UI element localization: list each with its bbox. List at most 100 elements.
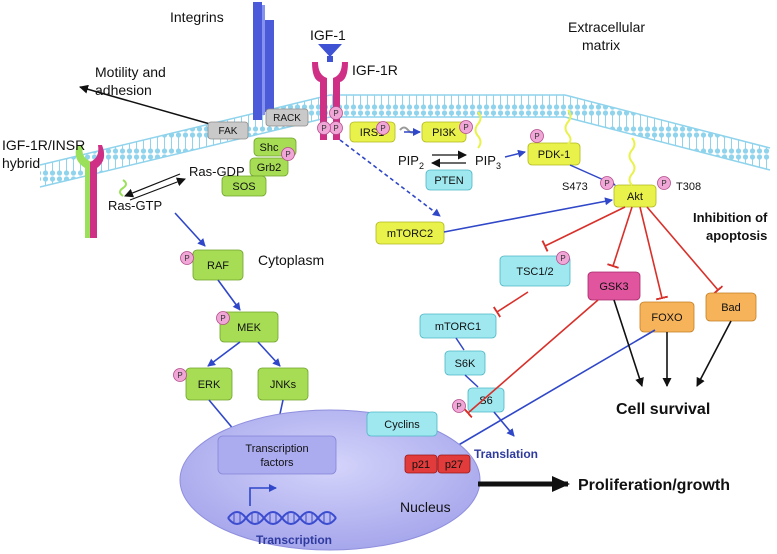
ras-exchange-arrow-1 xyxy=(124,173,181,198)
inhibition-label-line1: Inhibition of xyxy=(693,210,768,225)
svg-text:P: P xyxy=(333,124,338,133)
transcription-start-arrow xyxy=(249,484,277,506)
cyclins-box: Cyclins xyxy=(366,411,438,437)
igf1r-to-mtorc2-dashed-arrow xyxy=(339,139,441,217)
svg-text:P: P xyxy=(220,314,225,323)
pi3k-label: PI3K xyxy=(432,127,457,139)
integrin-receptor xyxy=(253,2,274,120)
pten-label: PTEN xyxy=(434,175,463,187)
phospho-igf1r-1: P xyxy=(329,106,343,120)
tf-label-line1: Transcription xyxy=(245,443,308,455)
akt-inhibits-foxo-arrow xyxy=(639,206,669,301)
tsc-box: TSC1/2 xyxy=(499,255,571,287)
phospho-pdk1: P xyxy=(530,129,544,143)
pip3-label: PIP3 xyxy=(475,153,501,171)
nucleus-label: Nucleus xyxy=(400,499,451,515)
mtorc2-label: mTORC2 xyxy=(387,228,433,240)
s6-label: S6 xyxy=(479,395,492,407)
svg-text:P: P xyxy=(604,179,609,188)
cytoplasm-label: Cytoplasm xyxy=(258,252,324,268)
raf-label: RAF xyxy=(207,260,229,272)
svg-text:P: P xyxy=(534,132,539,141)
motility-label-line2: adhesion xyxy=(95,82,152,98)
svg-text:P: P xyxy=(321,124,326,133)
phospho-akt-t308: P xyxy=(657,176,671,190)
grb2-box: Grb2 xyxy=(249,157,289,177)
ras-to-raf-arrow xyxy=(174,212,206,247)
igf1r-label: IGF-1R xyxy=(352,62,398,78)
integrins-label: Integrins xyxy=(170,9,224,25)
mtorc2-box: mTORC2 xyxy=(375,221,445,245)
svg-text:P: P xyxy=(661,179,666,188)
akt-anchor xyxy=(628,137,636,186)
sos-label: SOS xyxy=(232,181,255,193)
raf-to-mek-arrow xyxy=(217,279,241,311)
pi3k-box: PI3K xyxy=(421,121,467,143)
svg-text:P: P xyxy=(177,371,182,380)
erk-box: ERK xyxy=(185,367,233,401)
sos-box: SOS xyxy=(221,175,267,197)
phospho-igf1r-2: P xyxy=(329,121,343,135)
s6k-box: S6K xyxy=(444,350,486,376)
igf1-ligand-icon xyxy=(318,44,342,62)
inhibition-label-line2: apoptosis xyxy=(706,228,767,243)
cell-membrane xyxy=(39,94,771,188)
raf-box: RAF xyxy=(192,249,244,281)
mtorc1-label: mTORC1 xyxy=(435,321,481,333)
membrane-segment-right xyxy=(565,95,770,170)
cyclins-label: Cyclins xyxy=(384,419,420,431)
grb2-label: Grb2 xyxy=(257,162,281,174)
mek-label: MEK xyxy=(237,322,262,334)
phospho-irs1: P xyxy=(376,121,390,135)
phospho-erk: P xyxy=(173,368,187,382)
svg-text:P: P xyxy=(380,124,385,133)
pten-box: PTEN xyxy=(425,169,473,191)
bad-label: Bad xyxy=(721,302,741,314)
phospho-raf: P xyxy=(180,251,194,265)
tf-label-line2: factors xyxy=(260,457,294,469)
phospho-igf1r-3: P xyxy=(317,121,331,135)
erk-label: ERK xyxy=(198,379,221,391)
gsk3-box: GSK3 xyxy=(587,271,641,301)
cell-survival-label: Cell survival xyxy=(616,401,710,418)
membrane-segment-middle xyxy=(330,95,565,117)
dna-helix-icon xyxy=(227,511,337,525)
p27-label: p27 xyxy=(445,459,463,471)
tsc-label: TSC1/2 xyxy=(516,266,553,278)
mek-to-erk-arrow xyxy=(207,341,241,367)
jnks-label: JNKs xyxy=(270,379,297,391)
t308-label: T308 xyxy=(676,181,701,193)
mtorc1-box: mTORC1 xyxy=(419,313,497,339)
gsk3-inhibits-cyclins-arrow xyxy=(463,299,599,419)
jnks-box: JNKs xyxy=(257,367,309,401)
transcription-label: Transcription xyxy=(256,533,332,547)
pip3-to-pdk1-arrow xyxy=(504,149,526,158)
p27-box: p27 xyxy=(437,454,471,474)
fak-box: FAK xyxy=(207,121,249,140)
phospho-pi3k: P xyxy=(459,120,473,134)
akt-inhibits-gsk3-arrow xyxy=(606,206,633,269)
svg-text:P: P xyxy=(333,109,338,118)
fak-label: FAK xyxy=(219,126,238,137)
tsc-inhibits-mtorc1-arrow xyxy=(492,291,529,318)
rack-box: RACK xyxy=(265,108,309,127)
proliferation-label: Proliferation/growth xyxy=(578,477,730,494)
translation-label: Translation xyxy=(474,447,538,461)
gsk3-to-survival-arrow xyxy=(613,299,644,387)
akt-label: Akt xyxy=(627,191,643,203)
mtorc1-to-s6k-line xyxy=(455,337,465,351)
mek-box: MEK xyxy=(219,311,279,343)
phospho-shc: P xyxy=(281,147,295,161)
igf1-label: IGF-1 xyxy=(310,27,346,43)
rack-label: RACK xyxy=(273,113,301,124)
svg-text:P: P xyxy=(285,150,290,159)
extracellular-label-line2: matrix xyxy=(582,37,620,53)
p21-box: p21 xyxy=(404,454,438,474)
s473-label: S473 xyxy=(562,181,588,193)
shc-label: Shc xyxy=(260,142,279,154)
p21-label: p21 xyxy=(412,459,430,471)
svg-text:P: P xyxy=(560,254,565,263)
phospho-akt-s473: P xyxy=(600,176,614,190)
igf1r-receptor xyxy=(312,62,348,140)
